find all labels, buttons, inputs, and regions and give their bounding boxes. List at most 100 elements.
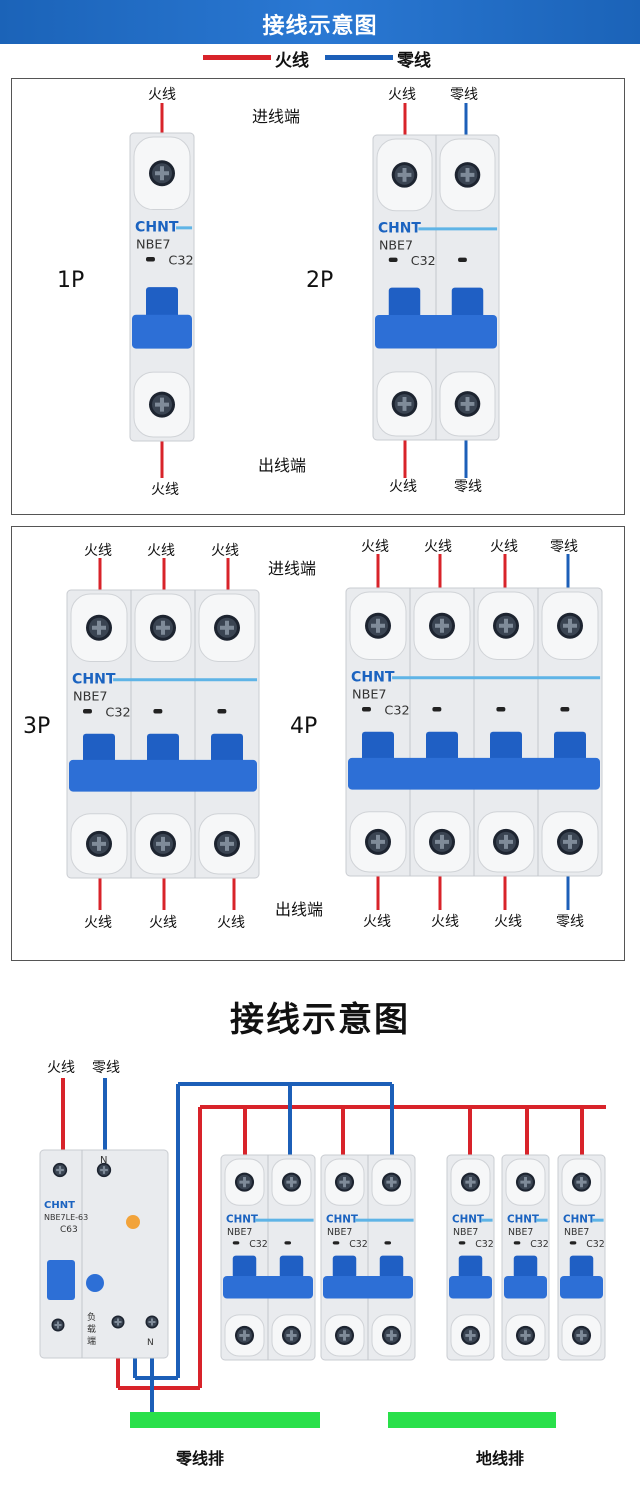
model-label: NBE7LE-63 [44,1213,88,1222]
input-neutral-label: 零线 [92,1060,120,1076]
pole-label-4p: 4P [290,714,318,739]
handle-tie-bar [223,1275,313,1299]
terminal-screw-icon [145,1315,159,1329]
terminal-screw-icon [557,828,583,855]
neutral-legend-label: 零线 [397,51,431,71]
wire-label-4p-bottom-1: 火线 [363,914,391,930]
handle-tie-bar [560,1275,603,1299]
rating-label: C32 [475,1239,494,1250]
terminal-screw-icon [334,1325,355,1345]
wire-label-4p-top-4: 零线 [550,539,578,555]
wiring-section-title: 接线示意图 [230,1000,410,1040]
handle-tie-bar [323,1275,413,1299]
header-title: 接线示意图 [262,14,378,39]
terminal-screw-icon [454,162,481,188]
toggle-handle [83,733,115,766]
brand-logo: CHNT [351,669,395,685]
neutral-legend-line [325,55,393,60]
indicator-dot [362,706,371,712]
terminal-screw-icon [281,1325,302,1345]
wire-label-3p-bottom-3: 火线 [217,915,245,931]
wire-label-3p-top-3: 火线 [211,543,239,559]
wire-label-4p-top-3: 火线 [490,539,518,555]
brand-stripe [480,1218,493,1222]
terminal-screw-icon [515,1172,536,1192]
wire-label-4p-bottom-2: 火线 [431,914,459,930]
brand-logo: CHNT [135,219,179,235]
toggle-handle [490,731,522,764]
terminal-screw-icon [557,612,583,639]
rating-label: C32 [105,706,130,721]
terminal-screw-icon [334,1172,355,1192]
terminal-screw-icon [429,612,455,639]
neutral-bar-label: 零线排 [176,1449,225,1468]
terminal-screw-icon [365,612,391,639]
pole-label-1p: 1P [57,268,85,293]
terminal-screw-icon [493,612,519,639]
indicator-dot [232,1241,240,1245]
panel-1p-2p [11,78,625,515]
toggle-handle [232,1255,257,1279]
brand-stripe [113,678,258,682]
test-button [126,1215,140,1229]
model-label: NBE7 [508,1227,533,1238]
wire-label-4p-bottom-4: 零线 [556,914,584,930]
handle-tie-bar [375,314,497,349]
terminal-screw-icon [493,828,519,855]
neutral-terminal-label: N [100,1155,107,1166]
pole-label-2p: 2P [306,268,334,293]
terminal-screw-icon [381,1325,402,1345]
in-end-label-2: 进线端 [268,559,317,578]
terminal-screw-icon [281,1172,302,1192]
rating-label: C32 [349,1239,368,1250]
toggle-handle [47,1260,75,1300]
indicator-dot [284,1241,292,1245]
rating-label: C32 [586,1239,605,1250]
handle-tie-bar [504,1275,547,1299]
brand-stripe [535,1218,548,1222]
wire-label-1p-top: 火线 [148,87,176,103]
terminal-screw-icon [391,162,418,188]
brand-stripe [418,227,498,231]
terminal-screw-icon [149,160,175,187]
terminal-screw-icon [454,391,481,417]
terminal-screw-icon [460,1172,481,1192]
toggle-handle [569,1255,594,1279]
terminal-screw-icon [571,1172,592,1192]
terminal-screw-icon [381,1172,402,1192]
indicator-dot [569,1241,577,1245]
wire-label-4p-top-1: 火线 [361,539,389,555]
pole-label-3p: 3P [23,714,51,739]
header-banner: 接线示意图 [0,0,640,44]
indicator-dot [332,1241,340,1245]
wire-label-4p-top-2: 火线 [424,539,452,555]
brand-logo: CHNT [226,1213,258,1225]
terminal-screw-icon [86,614,112,641]
terminal-screw-icon [214,830,240,857]
toggle-handle [279,1255,304,1279]
rating-label: C32 [384,704,409,719]
breaker-body [129,132,195,442]
terminal-screw-icon [391,391,418,417]
indicator-dot [513,1241,521,1245]
terminal-screw-icon [150,614,176,641]
indicator-dot [496,706,506,712]
indicator-dot [388,257,398,263]
brand-logo: CHNT [44,1200,75,1211]
input-live-label: 火线 [47,1060,75,1076]
model-label: NBE7 [227,1227,252,1238]
model-label: NBE7 [379,237,413,252]
toggle-handle [211,733,243,766]
model-label: NBE7 [564,1227,589,1238]
brand-logo: CHNT [563,1213,595,1225]
live-legend-line [203,55,271,60]
terminal-screw-icon [96,1162,112,1178]
terminal-screw-icon [52,1162,68,1178]
brand-logo: CHNT [72,671,116,687]
indicator-dot [384,1241,392,1245]
toggle-handle [426,731,458,764]
neutral-terminal-label: N [147,1338,154,1348]
